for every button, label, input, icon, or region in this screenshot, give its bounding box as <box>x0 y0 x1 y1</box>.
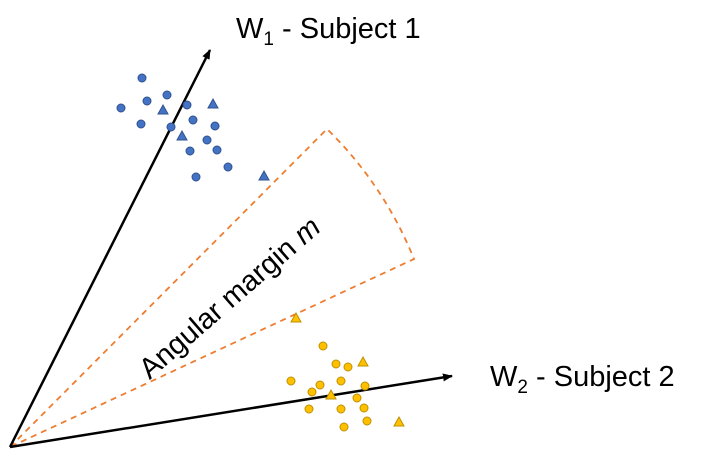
subject1-circle-point <box>182 100 192 110</box>
subject1-triangle-point <box>157 103 169 115</box>
subject1-triangle-point <box>176 129 188 141</box>
angular-margin-text: Angular margin <box>133 227 308 385</box>
angular-margin-label: Angular margin m <box>133 211 327 385</box>
subject2-triangle-point <box>325 388 337 400</box>
subject2-circle-point <box>318 341 328 351</box>
subject2-triangle-point <box>357 355 369 367</box>
subject1-circle-point <box>136 119 146 129</box>
subject2-points <box>286 311 405 432</box>
w1-vector-arrow <box>8 49 212 448</box>
subject2-circle-point <box>352 393 362 403</box>
w2-label-subscript: 2 <box>517 377 528 398</box>
subject1-circle-point <box>223 162 233 172</box>
subject1-triangle-point <box>207 97 219 109</box>
w1-label-text: - Subject 1 <box>274 13 421 45</box>
w2-label-text: - Subject 2 <box>528 361 675 393</box>
w2-label-letter: W <box>490 361 518 393</box>
w1-label-subscript: 1 <box>263 29 274 50</box>
w1-label: W1 - Subject 1 <box>236 13 421 50</box>
subject1-circle-point <box>137 73 147 83</box>
subject1-circle-point <box>185 146 195 156</box>
angular-margin-sector <box>9 127 416 448</box>
w1-label-letter: W <box>236 13 264 45</box>
subject2-circle-point <box>286 376 296 386</box>
subject2-circle-point <box>360 381 370 391</box>
subject1-circle-point <box>212 145 222 155</box>
subject2-circle-point <box>359 403 369 413</box>
w2-label: W2 - Subject 2 <box>490 361 675 398</box>
subject2-triangle-point <box>290 311 302 323</box>
subject2-circle-point <box>362 416 372 426</box>
subject2-circle-point <box>343 362 353 372</box>
subject2-circle-point <box>307 387 317 397</box>
subject2-circle-point <box>304 404 314 414</box>
subject1-triangle-point <box>258 169 270 181</box>
subject2-circle-point <box>339 422 349 432</box>
subject2-circle-point <box>336 404 346 414</box>
subject1-circle-point <box>116 103 126 113</box>
subject1-circle-point <box>142 96 152 106</box>
w2-vector-arrow <box>9 373 453 449</box>
subject2-triangle-point <box>393 415 405 427</box>
subject1-circle-point <box>210 121 220 131</box>
subject1-circle-point <box>166 122 176 132</box>
subject1-circle-point <box>202 135 212 145</box>
subject1-circle-point <box>188 115 198 125</box>
subject1-circle-point <box>162 90 172 100</box>
subject2-circle-point <box>331 359 341 369</box>
subject2-circle-point <box>336 376 346 386</box>
subject1-circle-point <box>191 172 201 182</box>
subject1-points <box>116 73 270 182</box>
subject2-circle-point <box>315 380 325 390</box>
